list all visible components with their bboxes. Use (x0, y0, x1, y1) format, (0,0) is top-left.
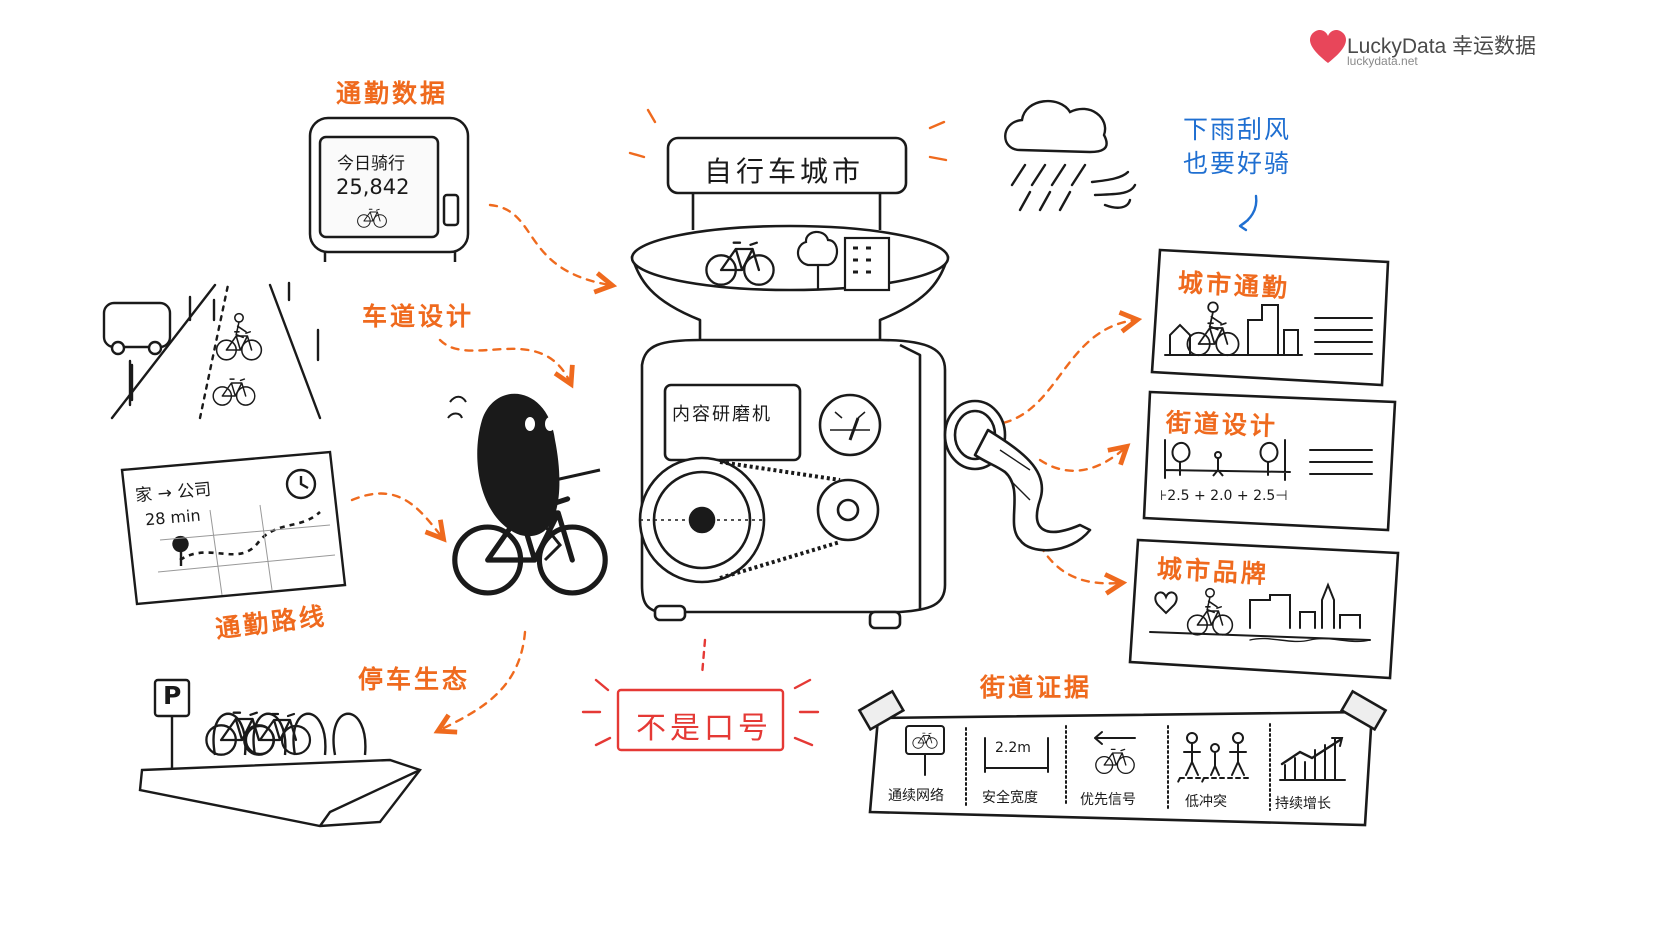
evidence-item: 安全宽度 (982, 790, 1038, 806)
lane-design-street (102, 281, 322, 420)
brand-heart-icon (1309, 29, 1347, 63)
output-title-city-brand: 城市品牌 (1156, 554, 1270, 589)
evidence-item: 持续增长 (1275, 796, 1331, 812)
machine-panel-label: 内容研磨机 (672, 404, 772, 425)
rain-cloud-icon (1004, 99, 1258, 232)
lane-design-title: 车道设计 (362, 302, 475, 331)
evidence-item: 优先信号 (1080, 792, 1136, 808)
output-title-street-design: 街道设计 (1165, 408, 1279, 441)
pedestrian-icon (1212, 451, 1224, 477)
brand-url: luckydata.net (1347, 54, 1418, 68)
tree-and-building (796, 230, 891, 292)
output-cards (1128, 248, 1400, 680)
street-evidence-title: 街道证据 (980, 673, 1093, 702)
commute-route-map (120, 450, 347, 606)
street-evidence-panel (857, 689, 1388, 827)
parking-sign: P (163, 681, 182, 710)
weather-line-1: 下雨刮风 (1183, 115, 1292, 144)
not-slogan-frame (581, 638, 820, 752)
machine-sign: 自行车城市 (704, 155, 865, 188)
content-grinder-machine (630, 136, 1092, 630)
kiosk-screen-label: 今日骑行 (337, 154, 405, 174)
spark-lines (628, 108, 948, 162)
output-title-commute: 城市通勤 (1177, 268, 1291, 303)
evidence-icons (905, 723, 1346, 811)
weather-line-2: 也要好骑 (1183, 149, 1292, 178)
street-dimensions: ⊦2.5 + 2.0 + 2.5⊣ (1160, 488, 1288, 504)
blob-character (447, 393, 605, 593)
parking-area (138, 678, 422, 828)
evidence-item: 低冲突 (1185, 794, 1227, 810)
flow-arrows (350, 203, 1135, 730)
evidence-item: 通续网络 (888, 788, 944, 804)
kiosk-count: 25,842 (336, 175, 410, 199)
parking-title: 停车生态 (358, 665, 471, 694)
not-slogan-text: 不是口号 (636, 711, 772, 746)
commute-data-kiosk (308, 116, 470, 262)
evidence-width-label: 2.2m (995, 740, 1031, 756)
brand-name: LuckyData 幸运数据 (1347, 35, 1537, 58)
commute-data-title: 通勤数据 (336, 79, 449, 108)
card-sketches (1149, 304, 1373, 643)
